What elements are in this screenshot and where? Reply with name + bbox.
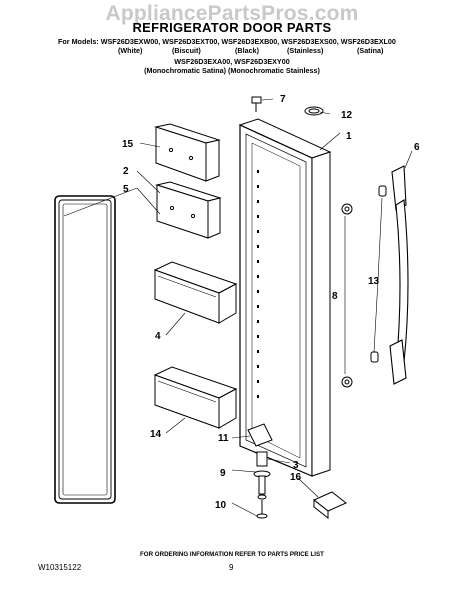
- callout-3: 3: [293, 460, 299, 471]
- callout-11: 11: [218, 433, 229, 444]
- refrigerator-door: [238, 118, 332, 477]
- colors-line-2: (Monochromatic Satina) (Monochromatic St…: [144, 66, 320, 75]
- callout-8: 8: [332, 291, 338, 302]
- watermark: AppliancePartsPros.com: [105, 2, 359, 25]
- hinge-pin: [256, 500, 268, 519]
- models-line: For Models: WSF26D3EXW00, WSF26D3EXT00, …: [58, 37, 396, 46]
- door-handle: [389, 165, 409, 385]
- callout-13: 13: [368, 276, 380, 287]
- callout-16: 16: [290, 472, 302, 483]
- door-shelf-bucket: [153, 261, 238, 324]
- callout-12: 12: [341, 110, 353, 121]
- callout-9: 9: [220, 468, 226, 479]
- callout-4: 4: [155, 331, 161, 342]
- bottom-hinge-assembly: [247, 423, 273, 500]
- handle-studs: [370, 185, 387, 363]
- door-bin-small: [155, 181, 222, 239]
- color-label-white: (White): [118, 46, 143, 55]
- callout-7: 7: [280, 94, 286, 105]
- plug: [304, 106, 324, 116]
- callout-15: 15: [122, 139, 134, 150]
- hinge-bracket: [313, 491, 347, 520]
- color-label-black: (Black): [235, 46, 259, 55]
- ordering-note: FOR ORDERING INFORMATION REFER TO PARTS …: [140, 551, 324, 558]
- callout-14: 14: [150, 429, 162, 440]
- callout-1: 1: [346, 131, 352, 142]
- page-number: 9: [229, 563, 234, 572]
- handle-screws: [341, 203, 353, 388]
- lower-door-bucket: [153, 366, 238, 429]
- callout-2: 2: [123, 166, 129, 177]
- dairy-compartment: [154, 123, 221, 182]
- callout-10: 10: [215, 500, 227, 511]
- color-label-satina: (Satina): [357, 46, 384, 55]
- hinge-screw: [251, 96, 262, 112]
- color-label-biscuit: (Biscuit): [172, 46, 201, 55]
- page-title: REFRIGERATOR DOOR PARTS: [132, 20, 332, 35]
- door-shelf-holes: [257, 170, 259, 398]
- color-label-stainless: (Stainless): [287, 46, 324, 55]
- document-number: W10315122: [38, 563, 82, 572]
- leader-lines: [63, 98, 413, 517]
- callout-6: 6: [414, 142, 420, 153]
- door-gasket: [54, 195, 116, 504]
- callout-5: 5: [123, 184, 129, 195]
- models-line-2: WSF26D3EXA00, WSF26D3EXY00: [174, 57, 290, 66]
